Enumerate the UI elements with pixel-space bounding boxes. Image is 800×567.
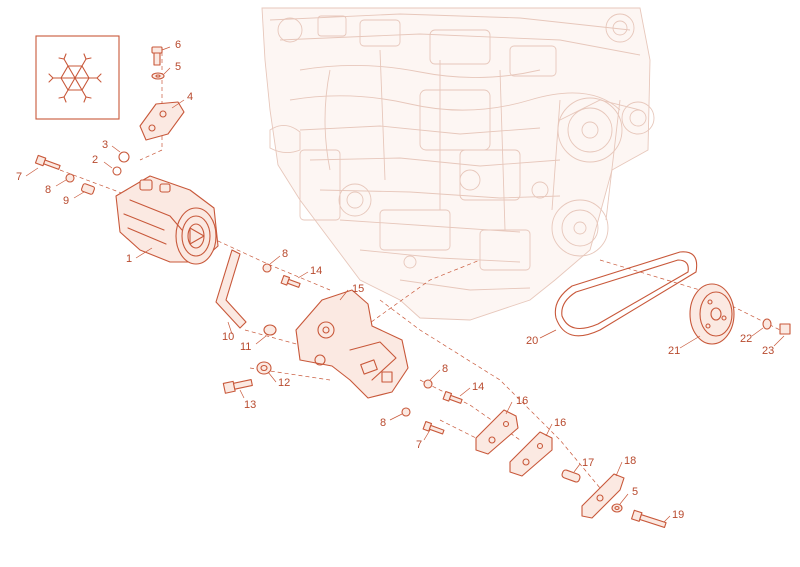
callout-7: 7 [416,439,423,451]
engine-block-ghost [261,7,651,321]
part-7-bolt [34,154,61,170]
callout-23: 23 [762,345,775,357]
part-9-spacer [81,183,95,195]
part-16-clamp-a [475,409,519,455]
snowflake-icon [48,53,102,103]
leader-lines [25,46,785,523]
part-7-bolt-lower [422,420,445,435]
part-20-belt [554,251,698,337]
callout-16: 16 [516,395,529,407]
part-12-washer [256,361,272,375]
callout-16: 16 [554,417,567,429]
part-6-screw [151,46,163,66]
callout-11: 11 [240,341,252,353]
callout-14: 14 [472,381,485,393]
callout-18: 18 [624,455,637,467]
callout-8: 8 [380,417,387,429]
part-1-compressor [115,175,219,265]
callout-19: 19 [672,509,685,521]
part-4-bracket [139,101,185,141]
callout-2: 2 [92,154,99,166]
part-3-o-ring [118,151,130,163]
part-5-washer-lower [611,503,623,513]
callout-1: 1 [126,253,133,265]
callout-14: 14 [310,265,323,277]
callout-9: 9 [63,195,70,207]
callout-4: 4 [187,91,194,103]
callout-8: 8 [282,248,289,260]
part-21-pulley [689,283,735,345]
callout-22: 22 [740,333,753,345]
callout-17: 17 [582,457,595,469]
callout-5: 5 [632,486,639,498]
part-8-washer-lower [401,407,411,417]
system-symbol-box [35,35,120,120]
part-2-o-ring [112,166,122,176]
engine-pulleys [551,97,655,257]
callout-3: 3 [102,139,109,151]
callout-15: 15 [352,283,365,295]
part-8-washer-middle [423,379,433,389]
part-15-mounting-bracket [295,289,409,399]
part-10-support-bar [215,249,247,329]
part-18-plate [581,473,625,519]
callout-13: 13 [244,399,257,411]
part-14-bolt-upper [280,274,301,288]
callout-6: 6 [175,39,182,51]
part-8-washer [65,173,75,183]
callout-10: 10 [222,331,235,343]
callout-5: 5 [175,61,182,73]
part-11-spacer [263,324,277,336]
callout-20: 20 [526,335,539,347]
part-8-washer-upper [262,263,272,273]
part-22-washer [762,318,772,330]
callout-12: 12 [278,377,291,389]
part-17-pin [561,469,581,483]
callout-21: 21 [668,345,681,357]
part-16-clamp-b [509,431,553,477]
callout-8: 8 [442,363,449,375]
callout-7: 7 [16,171,23,183]
part-23-bolt [779,323,791,335]
part-5-washer [151,72,165,80]
part-19-bolt [630,509,667,529]
callout-8: 8 [45,184,52,196]
part-14-bolt-lower [442,390,463,404]
part-13-bolt [222,379,253,394]
